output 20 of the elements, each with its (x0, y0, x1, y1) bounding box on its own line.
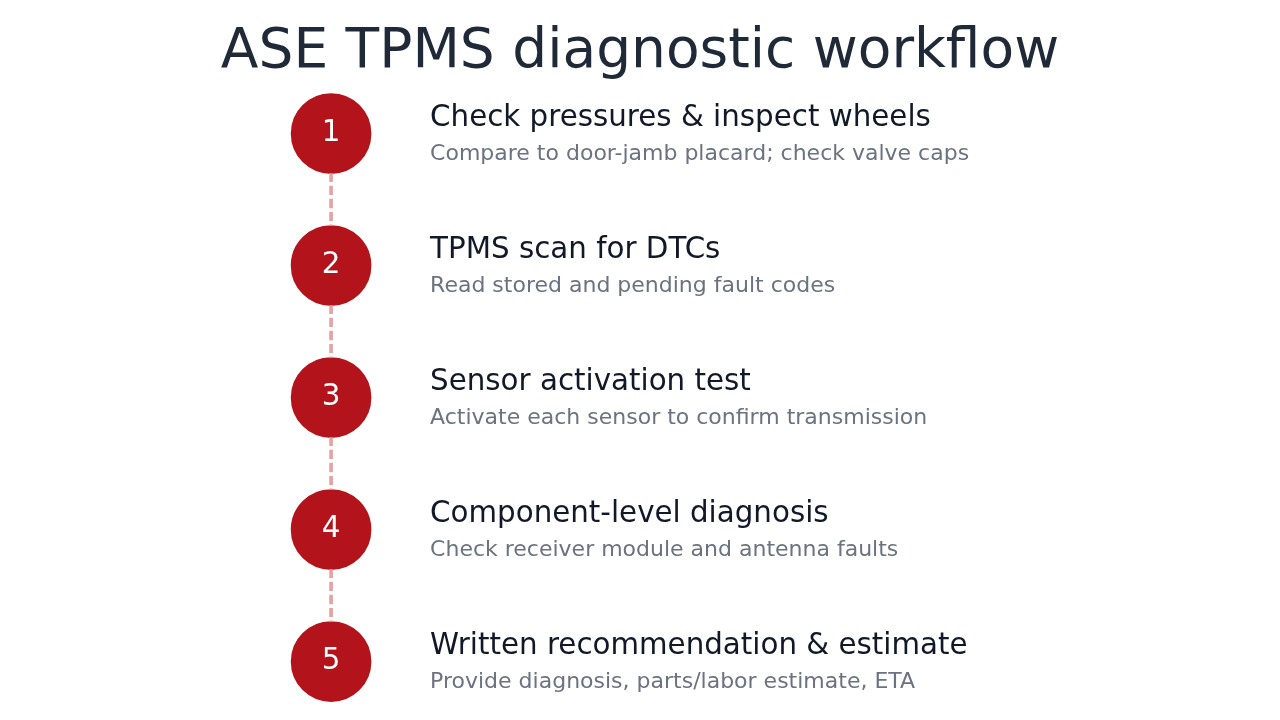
node-circle: 3 (290, 357, 372, 438)
node-label: TPMS scan for DTCs (430, 230, 721, 265)
node-circle: 2 (290, 225, 372, 306)
connector (329, 173, 333, 226)
node-label: Component-level diagnosis (430, 494, 829, 529)
node-label: Provide diagnosis, parts/labor estimate, ETA (430, 668, 916, 694)
connector (329, 437, 333, 490)
node-label: Sensor activation test (430, 362, 751, 397)
node-circle: 4 (290, 489, 372, 570)
node-label: Check pressures & inspect wheels (430, 98, 931, 133)
node-label: Written recommendation & estimate (430, 626, 968, 661)
node-circle: 5 (290, 621, 372, 702)
connector (329, 305, 333, 358)
node-label: Activate each sensor to confirm transmission (430, 404, 928, 430)
node-label: Read stored and pending fault codes (430, 272, 836, 298)
node-circle: 1 (290, 93, 372, 174)
node-label: Check receiver module and antenna faults (430, 536, 899, 562)
diagram-title: ASE TPMS diagnostic workflow (220, 15, 1060, 80)
connector (329, 569, 333, 622)
node-label: Compare to door-jamb placard; check valve caps (430, 140, 970, 166)
